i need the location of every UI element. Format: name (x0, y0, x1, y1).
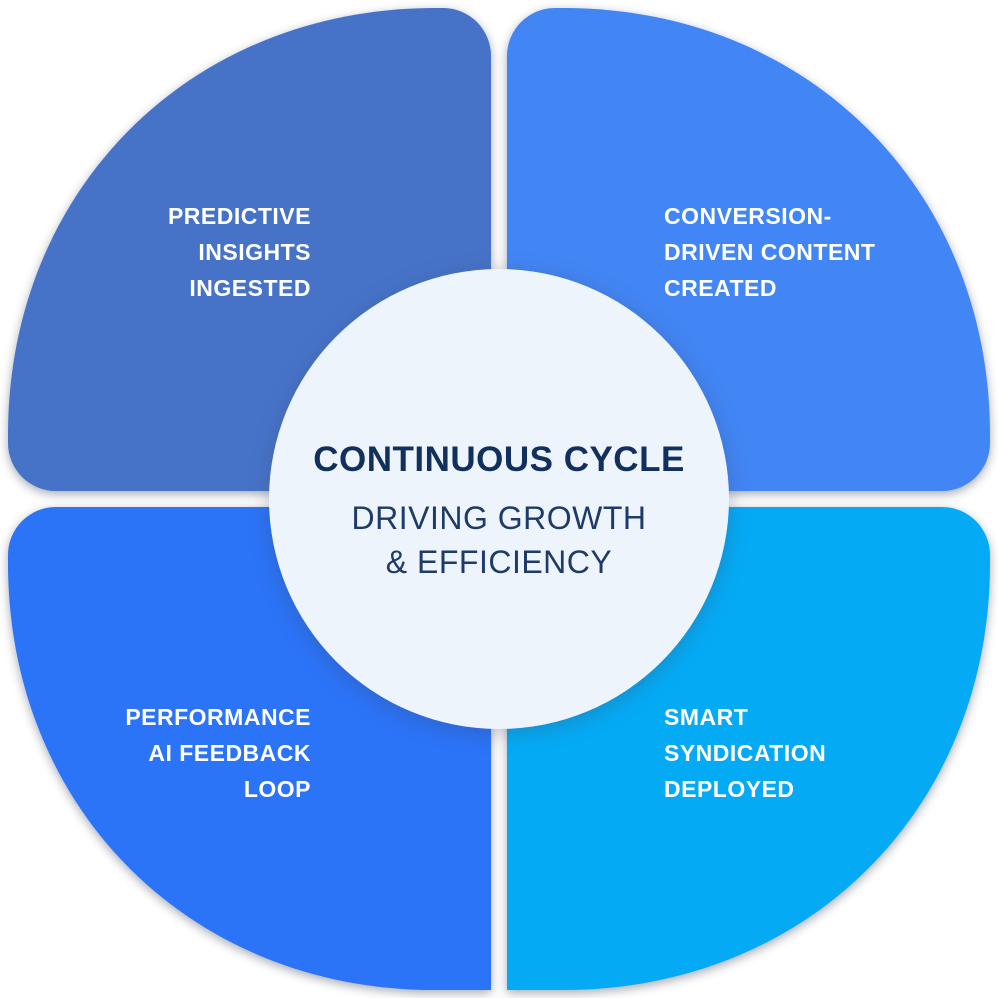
quadrant-label-line: DEPLOYED (664, 776, 795, 802)
quadrant-label-line: PERFORMANCE (125, 704, 311, 730)
center-text-block: CONTINUOUS CYCLE DRIVING GROWTH & EFFICI… (264, 440, 734, 584)
center-subtitle-line2: & EFFICIENCY (385, 544, 613, 580)
quadrant-label-line: CREATED (664, 275, 777, 301)
quadrant-label-line: PREDICTIVE (167, 203, 311, 229)
quadrant-label-bottom-left: PERFORMANCE AI FEEDBACK LOOP (51, 699, 311, 807)
quadrant-label-line: CONVERSION- (664, 203, 832, 229)
quadrant-label-line: DRIVEN CONTENT (664, 239, 876, 265)
center-subtitle-line1: DRIVING GROWTH (351, 500, 647, 536)
quadrant-label-line: SMART (664, 704, 749, 730)
quadrant-label-line: LOOP (243, 776, 311, 802)
quadrant-label-line: SYNDICATION (664, 740, 827, 766)
quadrant-label-line: INGESTED (189, 275, 311, 301)
quadrant-label-line: AI FEEDBACK (148, 740, 311, 766)
center-subtitle: DRIVING GROWTH & EFFICIENCY (264, 496, 734, 584)
quadrant-label-line: INSIGHTS (198, 239, 311, 265)
quadrant-label-top-right: CONVERSION- DRIVEN CONTENT CREATED (664, 198, 954, 306)
center-title: CONTINUOUS CYCLE (313, 440, 685, 479)
quadrant-label-bottom-right: SMART SYNDICATION DEPLOYED (664, 699, 954, 807)
quadrant-label-top-left: PREDICTIVE INSIGHTS INGESTED (51, 198, 311, 306)
center-circle (269, 269, 729, 729)
